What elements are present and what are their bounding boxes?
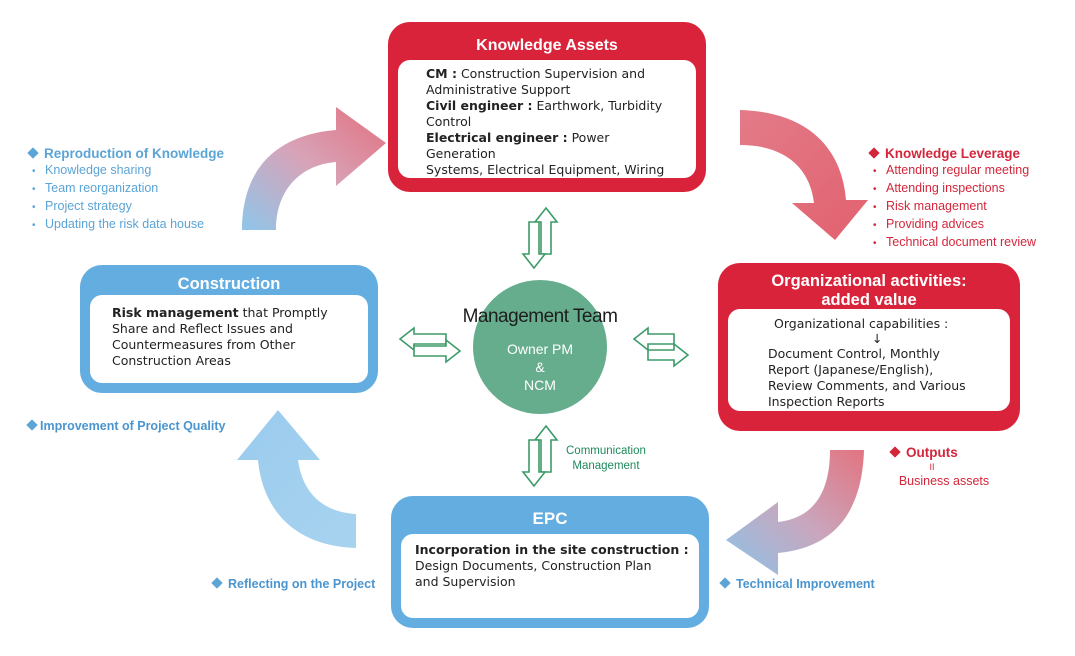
construction-bold: Risk management <box>112 305 239 320</box>
list-item: Providing advices <box>867 216 1036 234</box>
organizational-activities-content: Organizational capabilities : ↓ Document… <box>728 309 1010 411</box>
management-team-circle <box>473 280 607 414</box>
diamond-icon <box>211 577 223 589</box>
double-arrow-top <box>521 206 559 270</box>
ka-line-text: Earthwork, Turbidity <box>532 98 663 113</box>
arrow-top-right <box>740 110 868 240</box>
comm-line: Communication <box>566 445 646 457</box>
outputs: Outputs II Business assets <box>886 444 1006 490</box>
list-item: Technical document review <box>867 234 1036 252</box>
ka-line-text: Systems, Electrical Equipment, Wiring <box>426 162 665 177</box>
caption-improvement-text: Improvement of Project Quality <box>40 419 226 433</box>
arrow-bottom-right <box>726 450 864 575</box>
ka-line: Electrical engineer : Power Generation <box>426 130 682 162</box>
list-item: Team reorganization <box>26 180 224 198</box>
list-item: Attending inspections <box>867 180 1036 198</box>
management-team-line: Owner PM <box>506 341 574 357</box>
knowledge-assets-box: Knowledge Assets CM : Construction Super… <box>388 22 706 192</box>
outputs-heading: Outputs <box>886 444 1006 461</box>
construction-box: Construction Risk management that Prompt… <box>80 265 378 393</box>
epc-line: and Supervision <box>415 574 516 589</box>
ka-line: Civil engineer : Earthwork, Turbidity <box>426 98 682 114</box>
org-line: Review Comments, and Various <box>768 378 966 393</box>
construction-content: Risk management that Promptly Share and … <box>90 295 368 383</box>
organizational-activities-box: Organizational activities: added value O… <box>718 263 1020 431</box>
caption-reflecting-text: Reflecting on the Project <box>228 577 376 591</box>
epc-content: Incorporation in the site construction :… <box>401 534 699 618</box>
construction-line: Share and Reflect Issues and <box>112 321 293 336</box>
double-arrow-right <box>632 326 690 368</box>
org-line: Report (Japanese/English), <box>768 362 934 377</box>
diamond-icon <box>719 577 731 589</box>
knowledge-assets-content: CM : Construction Supervision and Admini… <box>398 60 696 178</box>
down-arrow-icon: ↓ <box>872 331 883 346</box>
list-item: Risk management <box>867 198 1036 216</box>
list-item: Knowledge sharing <box>26 162 224 180</box>
epc-box: EPC Incorporation in the site constructi… <box>391 496 709 628</box>
caption-reflecting: Reflecting on the Project <box>210 577 375 591</box>
management-team-line: & <box>535 359 545 375</box>
knowledge-assets-title: Knowledge Assets <box>476 37 618 54</box>
management-team-title: Management Team <box>462 306 618 327</box>
ka-line-text: Construction Supervision and <box>456 66 646 81</box>
management-team-line: NCM <box>524 377 556 393</box>
ka-line-text: Administrative Support <box>426 82 571 97</box>
arrow-bottom-left <box>237 410 356 548</box>
reproduction-of-knowledge: Reproduction of Knowledge Knowledge shar… <box>26 145 224 234</box>
reproduction-heading-text: Reproduction of Knowledge <box>44 146 224 161</box>
construction-line: Construction Areas <box>112 353 231 368</box>
epc-title: EPC <box>532 509 568 528</box>
outputs-heading-text: Outputs <box>906 445 958 460</box>
organizational-activities-title: Organizational activities: added value <box>728 263 1010 309</box>
ka-line: CM : Construction Supervision and <box>426 66 682 82</box>
arrow-top-left <box>242 107 386 230</box>
epc-bold: Incorporation in the site construction : <box>415 542 689 557</box>
list-item: Project strategy <box>26 198 224 216</box>
ka-line: Systems, Electrical Equipment, Wiring <box>426 162 682 178</box>
reproduction-heading: Reproduction of Knowledge <box>26 145 224 162</box>
caption-improvement: Improvement of Project Quality <box>26 419 225 433</box>
caption-technical-text: Technical Improvement <box>736 577 875 591</box>
outputs-text: Business assets <box>898 474 990 488</box>
diamond-icon <box>26 419 38 431</box>
org-line: Inspection Reports <box>768 394 885 409</box>
construction-line-text: that Promptly <box>238 305 328 320</box>
ka-line-bold: CM : <box>426 66 457 81</box>
leverage-heading-text: Knowledge Leverage <box>885 146 1021 161</box>
diamond-icon <box>868 147 880 159</box>
construction-title: Construction <box>177 275 281 293</box>
comm-line: Management <box>572 460 640 472</box>
ka-line: Administrative Support <box>426 82 682 98</box>
caption-technical: Technical Improvement <box>718 577 875 591</box>
ka-line-bold: Electrical engineer : <box>426 130 568 145</box>
list-item: Attending regular meeting <box>867 162 1036 180</box>
ka-line: Control <box>426 114 682 130</box>
list-item: Updating the risk data house <box>26 216 224 234</box>
communication-management: Communication Management <box>566 444 646 474</box>
leverage-heading: Knowledge Leverage <box>867 145 1036 162</box>
management-team: Management Team Owner PM & NCM <box>440 306 640 394</box>
epc-line: Design Documents, Construction Plan <box>415 558 652 573</box>
ka-line-text: Power Generation <box>426 130 610 161</box>
double-arrow-bottom <box>521 424 559 488</box>
outputs-equals: II <box>929 462 935 472</box>
org-title-line1: Organizational activities: <box>771 272 967 290</box>
diamond-icon <box>889 446 901 458</box>
double-arrow-left <box>398 326 462 364</box>
ka-line-bold: Civil engineer : <box>426 98 533 113</box>
knowledge-leverage: Knowledge Leverage Attending regular mee… <box>867 145 1036 252</box>
diamond-icon <box>27 147 39 159</box>
construction-line: Risk management that Promptly <box>112 305 358 321</box>
ka-line-text: Control <box>426 114 472 129</box>
org-capabilities-label: Organizational capabilities : <box>774 316 949 331</box>
org-line: Document Control, Monthly <box>768 346 940 361</box>
org-title-line2: added value <box>821 291 917 309</box>
construction-line: Countermeasures from Other <box>112 337 296 352</box>
